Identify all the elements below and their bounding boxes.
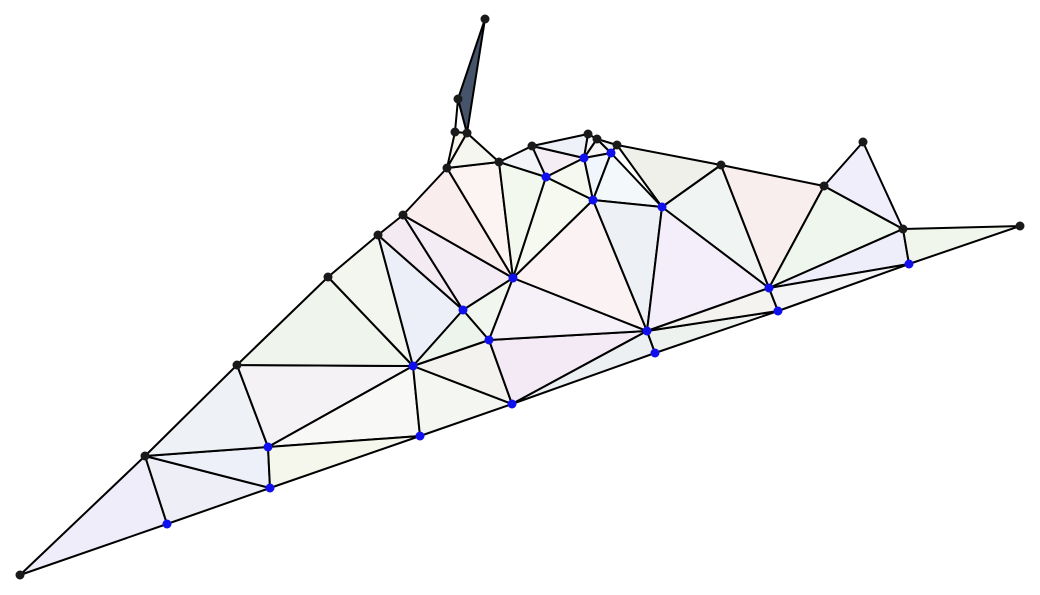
interior-node-m bbox=[642, 326, 652, 336]
interior-node-q bbox=[541, 172, 551, 182]
interior-node-e bbox=[507, 399, 517, 409]
boundary-node-T bbox=[898, 224, 908, 234]
interior-node-b bbox=[265, 483, 275, 493]
boundary-node-H bbox=[450, 127, 460, 137]
mesh-triangle-25 bbox=[446, 132, 500, 169]
boundary-node-P bbox=[612, 140, 622, 150]
boundary-node-G bbox=[442, 163, 452, 173]
boundary-node-D bbox=[323, 272, 333, 282]
boundary-node-B bbox=[140, 451, 150, 461]
boundary-node-F bbox=[398, 210, 408, 220]
boundary-node-M bbox=[527, 141, 537, 151]
interior-node-s bbox=[606, 148, 616, 158]
boundary-node-R bbox=[819, 181, 829, 191]
mesh-triangle-45 bbox=[823, 141, 904, 230]
mesh-nodes bbox=[15, 14, 1025, 580]
interior-node-g bbox=[773, 306, 783, 316]
mesh-triangle-17 bbox=[488, 330, 648, 405]
interior-node-i bbox=[408, 361, 418, 371]
interior-node-j bbox=[484, 335, 494, 345]
interior-node-d bbox=[415, 431, 425, 441]
boundary-node-K bbox=[462, 128, 472, 138]
interior-node-n bbox=[764, 283, 774, 293]
interior-node-l bbox=[508, 273, 518, 283]
mesh-triangle-48 bbox=[902, 225, 1021, 265]
interior-node-a bbox=[162, 519, 172, 529]
boundary-node-A bbox=[15, 570, 25, 580]
boundary-node-I bbox=[453, 94, 463, 104]
interior-node-h bbox=[904, 259, 914, 269]
boundary-node-C bbox=[232, 360, 242, 370]
boundary-node-L bbox=[494, 157, 504, 167]
interior-node-p bbox=[588, 195, 598, 205]
boundary-node-N bbox=[583, 129, 593, 139]
boundary-node-J bbox=[480, 14, 490, 24]
boundary-node-S bbox=[858, 137, 868, 147]
interior-node-o bbox=[657, 202, 667, 212]
mesh-triangle-0 bbox=[19, 455, 168, 576]
mesh-triangles bbox=[19, 18, 1021, 576]
boundary-node-U bbox=[1015, 221, 1025, 231]
mesh-triangle-47 bbox=[768, 263, 910, 312]
mesh-triangle-6 bbox=[267, 435, 421, 489]
interior-node-r bbox=[579, 153, 589, 163]
interior-node-c bbox=[263, 442, 273, 452]
boundary-node-E bbox=[373, 230, 383, 240]
mesh-triangle-27 bbox=[457, 18, 486, 134]
boundary-node-O bbox=[592, 134, 602, 144]
boundary-node-Q bbox=[716, 160, 726, 170]
interior-node-f bbox=[650, 348, 660, 358]
interior-node-k bbox=[458, 305, 468, 315]
